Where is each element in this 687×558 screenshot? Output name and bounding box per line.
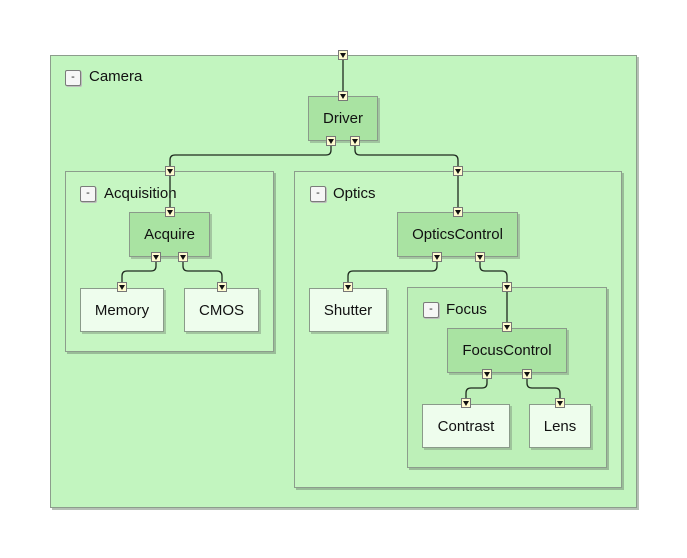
focus-control-node[interactable]: FocusControl: [447, 328, 567, 373]
acquisition-collapse-button[interactable]: -: [80, 186, 96, 202]
port-icon[interactable]: [326, 136, 336, 146]
port-icon[interactable]: [502, 282, 512, 292]
camera-collapse-button[interactable]: -: [65, 70, 81, 86]
port-icon[interactable]: [461, 398, 471, 408]
edge-acquire-cmos: [182, 261, 223, 286]
shutter-node[interactable]: Shutter: [309, 288, 387, 332]
port-icon[interactable]: [178, 252, 188, 262]
port-icon[interactable]: [522, 369, 532, 379]
port-icon[interactable]: [165, 207, 175, 217]
port-icon[interactable]: [453, 166, 463, 176]
port-icon[interactable]: [555, 398, 565, 408]
optics-control-node[interactable]: OpticsControl: [397, 212, 518, 257]
edge-focus-control-contrast: [465, 378, 488, 402]
edge-driver-optics-control: [354, 145, 459, 210]
port-icon[interactable]: [338, 50, 348, 60]
driver-node[interactable]: Driver: [308, 96, 378, 141]
port-icon[interactable]: [151, 252, 161, 262]
acquire-node[interactable]: Acquire: [129, 212, 210, 257]
edge-acquire-memory: [121, 261, 157, 286]
port-icon[interactable]: [453, 207, 463, 217]
edge-focus-control-lens: [526, 378, 561, 402]
optics-group-label: Optics: [333, 185, 376, 202]
port-icon[interactable]: [482, 369, 492, 379]
port-icon[interactable]: [338, 91, 348, 101]
port-icon[interactable]: [343, 282, 353, 292]
port-icon[interactable]: [502, 322, 512, 332]
edge-optics-control-shutter: [347, 261, 438, 286]
focus-collapse-button[interactable]: -: [423, 302, 439, 318]
cmos-node[interactable]: CMOS: [184, 288, 259, 332]
port-icon[interactable]: [217, 282, 227, 292]
acquisition-group-label: Acquisition: [104, 185, 177, 202]
edge-driver-acquire: [169, 145, 332, 210]
camera-group-label: Camera: [89, 68, 143, 85]
lens-node[interactable]: Lens: [529, 404, 591, 448]
port-icon[interactable]: [432, 252, 442, 262]
edge-optics-control-focus-control: [479, 261, 508, 326]
port-icon[interactable]: [350, 136, 360, 146]
focus-group-label: Focus: [446, 301, 487, 318]
optics-collapse-button[interactable]: -: [310, 186, 326, 202]
contrast-node[interactable]: Contrast: [422, 404, 510, 448]
port-icon[interactable]: [475, 252, 485, 262]
memory-node[interactable]: Memory: [80, 288, 164, 332]
port-icon[interactable]: [117, 282, 127, 292]
port-icon[interactable]: [165, 166, 175, 176]
